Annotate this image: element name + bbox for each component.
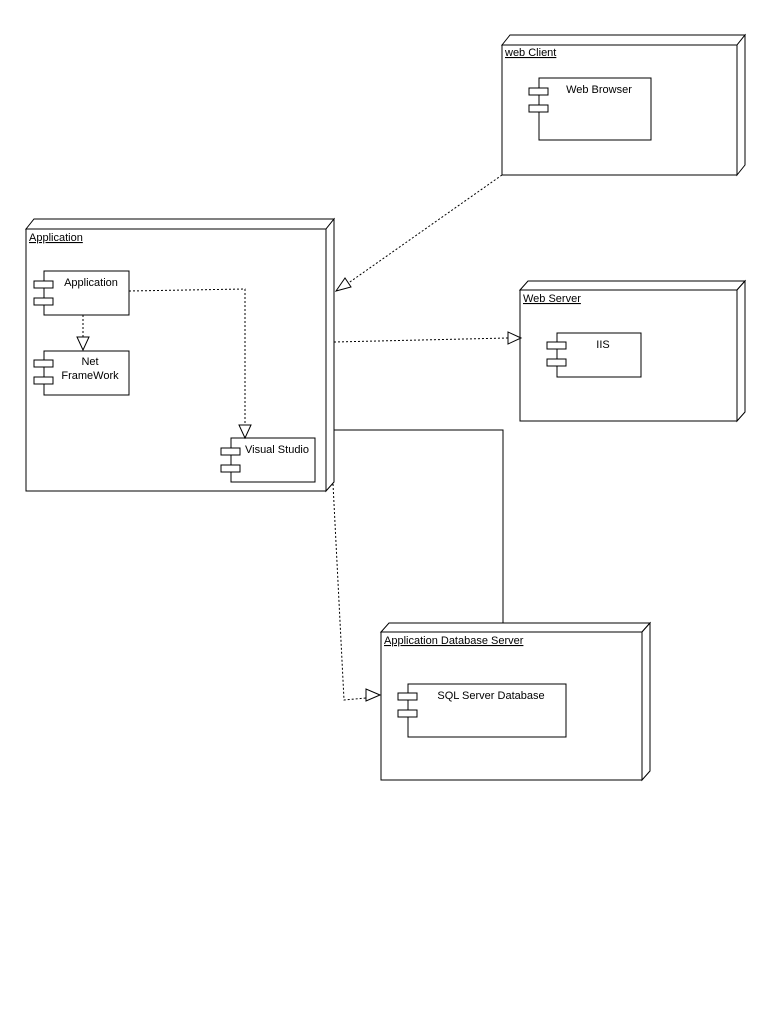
component-icon-tab-lower — [33, 376, 54, 385]
arrowhead-open-triangle — [334, 277, 352, 292]
dependency-line — [128, 288, 246, 425]
component-sql-server-database[interactable]: SQL Server Database — [397, 683, 567, 738]
component-icon-tab-lower — [33, 297, 54, 306]
dependency-line — [332, 483, 367, 701]
component-application-label: Application — [64, 277, 118, 289]
node-web-client-top-face — [500, 34, 747, 46]
component-icon-tab-upper — [546, 341, 567, 350]
node-web-server-top-face — [518, 280, 747, 291]
component-icon-tab-upper — [33, 359, 54, 368]
node-database-server-side-face — [641, 621, 651, 782]
component-net-framework-body — [43, 350, 130, 396]
arrowhead-open-triangle — [76, 336, 90, 352]
node-application-side-face — [325, 217, 335, 493]
edge-application-to-database — [332, 483, 382, 702]
component-icon-tab-upper — [528, 87, 549, 96]
component-iis-body — [556, 332, 642, 378]
component-icon-tab-upper — [397, 692, 418, 701]
component-visual-studio[interactable]: Visual Studio — [220, 437, 316, 483]
component-net-framework-label-line1: Net — [81, 356, 98, 368]
component-icon-tab-lower — [546, 358, 567, 367]
node-application[interactable]: Application Application Net FrameWork Vi… — [24, 217, 336, 493]
arrowhead-open-triangle — [238, 424, 252, 440]
edge-application-to-netframework — [76, 315, 90, 352]
dependency-line — [346, 174, 503, 285]
node-application-top-face — [24, 218, 336, 230]
component-application-body — [43, 270, 130, 316]
arrowhead-open-triangle — [507, 331, 523, 345]
node-application-title: Application — [29, 232, 83, 244]
association-application-database — [334, 429, 504, 623]
component-web-browser-label: Web Browser — [566, 84, 632, 96]
dependency-line — [333, 337, 509, 343]
edge-application-to-visualstudio — [128, 288, 252, 440]
node-web-client[interactable]: web Client Web Browser — [500, 33, 747, 177]
node-database-server[interactable]: Application Database Server SQL Server D… — [379, 621, 652, 782]
node-database-server-title: Application Database Server — [384, 635, 524, 647]
edge-webclient-to-application — [334, 174, 503, 292]
node-database-server-top-face — [379, 622, 652, 633]
component-net-framework[interactable]: Net FrameWork — [33, 350, 130, 396]
component-visual-studio-body — [230, 437, 316, 483]
component-icon-tab-lower — [528, 104, 549, 113]
edge-application-to-webserver — [333, 331, 523, 345]
component-icon-tab-lower — [397, 709, 418, 718]
node-web-server-side-face — [736, 279, 746, 423]
component-icon-tab-upper — [220, 447, 241, 456]
component-iis[interactable]: IIS — [546, 332, 642, 378]
component-sql-server-database-label: SQL Server Database — [437, 690, 544, 702]
node-web-server[interactable]: Web Server IIS — [518, 279, 747, 423]
node-web-client-title: web Client — [504, 47, 556, 59]
node-web-client-side-face — [736, 33, 746, 177]
arrowhead-open-triangle — [365, 688, 382, 702]
node-web-server-title: Web Server — [523, 293, 581, 305]
component-iis-label: IIS — [596, 339, 609, 351]
component-icon-tab-lower — [220, 464, 241, 473]
component-visual-studio-label: Visual Studio — [245, 444, 309, 456]
component-icon-tab-upper — [33, 280, 54, 289]
component-web-browser-body — [538, 77, 652, 141]
component-web-browser[interactable]: Web Browser — [528, 77, 652, 141]
component-net-framework-label-line2: FrameWork — [61, 370, 119, 382]
component-application[interactable]: Application — [33, 270, 130, 316]
component-sql-server-database-body — [407, 683, 567, 738]
